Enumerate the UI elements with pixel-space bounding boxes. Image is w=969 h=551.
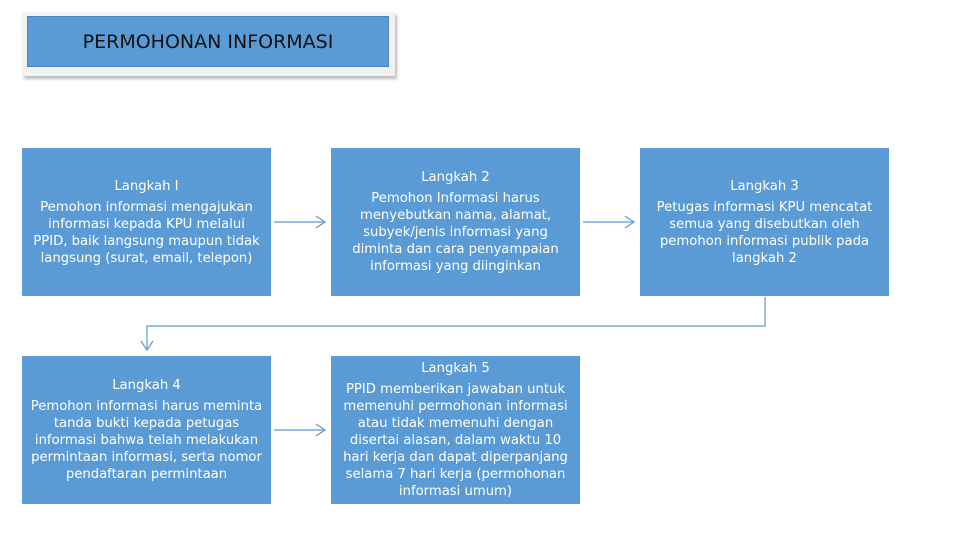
page-title: PERMOHONAN INFORMASI (27, 16, 389, 67)
step-heading: Langkah I (114, 178, 179, 194)
step-text-line: diminta dan cara penyampaian (352, 242, 559, 257)
step-text-line: atau tidak memenuhi dengan (357, 416, 554, 431)
step-text-line: menyebutkan nama, alamat, (359, 208, 552, 223)
arrow-4-5 (274, 423, 327, 437)
step-box-4: Langkah 4 Pemohon informasi harus meminta… (22, 356, 271, 504)
step-text-line: informasi kepada KPU melalui (48, 216, 245, 232)
step-text-line: Petugas informasi KPU mencatat (656, 199, 873, 215)
step-text-line: Pemohon informasi mengajukan (40, 199, 253, 215)
step-text-line: memenuhi permohonan informasi (343, 399, 568, 414)
step-text-line: hari kerja dan dapat diperpanjang (343, 450, 568, 465)
arrow-2-3 (583, 215, 636, 229)
step-heading: Langkah 2 (421, 170, 490, 185)
step-text-line: PPID memberikan jawaban untuk (345, 382, 566, 397)
arrow-3-4 (140, 297, 766, 352)
step-text-line: selama 7 hari kerja (permohonan (345, 467, 566, 482)
step-text-line: langsung (surat, email, telepon) (40, 250, 253, 266)
step-box-2: Langkah 2 Pemohon Informasi harus menyebut… (331, 148, 580, 296)
step-text-line: informasi umum) (398, 484, 513, 499)
step-text-line: Pemohon Informasi harus (371, 191, 540, 206)
step-text-line: subyek/jenis informasi yang (363, 225, 548, 240)
step-text-line: disertai alasan, dalam waktu 10 (349, 433, 562, 448)
step-text-line: permintaan informasi, serta nomor (31, 450, 262, 465)
step-text-line: informasi yang diinginkan (370, 259, 541, 274)
step-text-line: PPID, baik langsung maupun tidak (33, 233, 260, 249)
title-banner: PERMOHONAN INFORMASI (22, 12, 395, 76)
step-text-line: informasi bahwa telah melakukan (34, 433, 259, 448)
step-heading: Langkah 4 (112, 378, 181, 393)
step-text-line: langkah 2 (732, 250, 797, 266)
step-heading: Langkah 3 (730, 178, 799, 194)
arrow-1-2 (274, 215, 327, 229)
step-text-line: pendaftaran permintaan (65, 467, 228, 482)
step-text-line: tanda bukti kepada petugas (53, 416, 240, 431)
step-text-line: semua yang disebutkan oleh (669, 216, 860, 232)
step-text-line: pemohon informasi publik pada (659, 233, 870, 249)
step-box-5: Langkah 5 PPID memberikan jawaban untuk me… (331, 356, 580, 504)
step-text-line: Pemohon informasi harus meminta (30, 399, 263, 414)
step-heading: Langkah 5 (421, 361, 490, 376)
